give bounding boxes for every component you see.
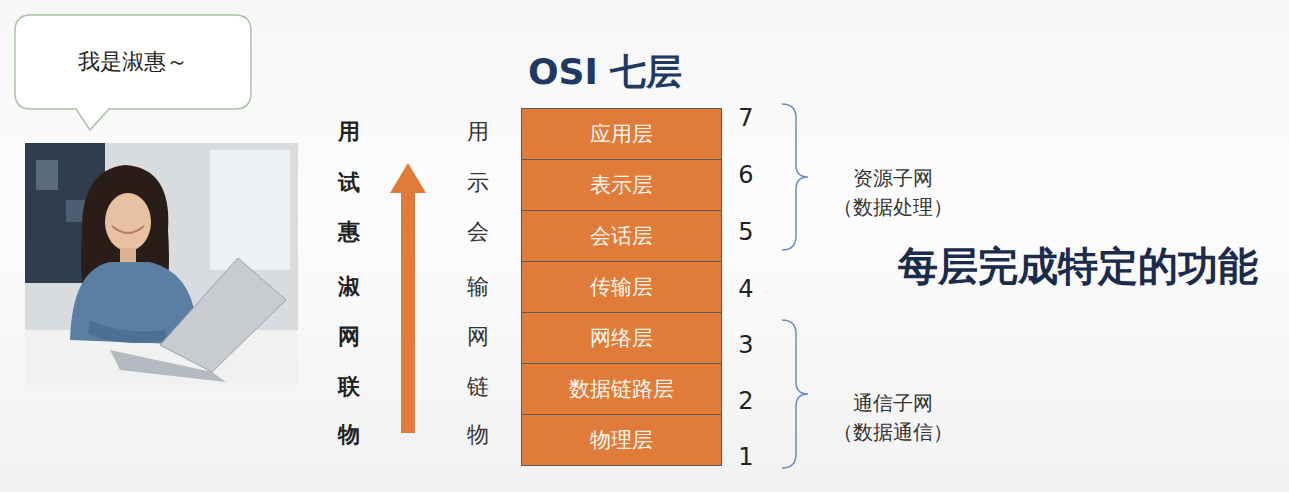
layer-initial: 用: [467, 117, 489, 147]
callout-text: 每层完成特定的功能: [898, 239, 1258, 294]
layer-box: 应用层: [521, 108, 722, 160]
mnemonic-char: 试: [338, 168, 360, 198]
subnet-label: 资源子网 （数据处理）: [818, 164, 968, 222]
layer-name: 会话层: [590, 222, 653, 250]
layer-initial: 网: [467, 322, 489, 352]
layer-name: 网络层: [590, 324, 653, 352]
diagram-title: OSI 七层: [528, 48, 682, 97]
layer-initial: 输: [467, 272, 489, 302]
layer-box: 会话层: [521, 210, 722, 262]
layer-box: 物理层: [521, 414, 722, 466]
mnemonic-char: 用: [338, 117, 360, 147]
speech-bubble: 我是淑惠～: [14, 14, 252, 110]
layer-number: 3: [738, 331, 753, 359]
photo-face: [105, 193, 151, 251]
layer-name: 数据链路层: [569, 375, 674, 403]
layer-number: 6: [738, 161, 753, 189]
mnemonic-char: 联: [338, 372, 360, 402]
layer-box: 传输层: [521, 261, 722, 313]
layer-number: 4: [738, 275, 753, 303]
layer-initial: 链: [467, 372, 489, 402]
brace: [782, 104, 808, 250]
layer-number: 2: [738, 387, 753, 415]
mnemonic-char: 惠: [338, 217, 360, 247]
photo: [25, 143, 298, 385]
layer-name: 应用层: [590, 120, 653, 148]
mnemonic-char: 网: [338, 322, 360, 352]
photo-smile: [112, 226, 144, 233]
photo-arm: [88, 320, 168, 343]
layer-number: 1: [738, 443, 753, 471]
brace: [782, 320, 808, 468]
layer-initial: 示: [467, 168, 489, 198]
photo-laptop-lid: [160, 258, 286, 372]
layer-box: 数据链路层: [521, 363, 722, 415]
up-arrow-head: [390, 163, 426, 193]
layer-number: 7: [738, 104, 753, 132]
photo-laptop-base: [110, 350, 226, 382]
layer-name: 表示层: [590, 171, 653, 199]
layer-initial: 物: [467, 420, 489, 450]
layer-initial: 会: [467, 217, 489, 247]
mnemonic-char: 物: [338, 420, 360, 450]
photo-window: [210, 150, 290, 270]
speech-text: 我是淑惠～: [78, 47, 188, 77]
layer-number: 5: [738, 218, 753, 246]
subnet-label: 通信子网 （数据通信）: [818, 389, 968, 447]
speech-bubble-shape: [15, 15, 251, 130]
photo-neck: [120, 248, 136, 264]
layer-name: 物理层: [590, 426, 653, 454]
up-arrow-shaft: [401, 190, 415, 433]
layer-name: 传输层: [590, 273, 653, 301]
photo-wall: [25, 143, 298, 385]
layer-box: 网络层: [521, 312, 722, 364]
layer-box: 表示层: [521, 159, 722, 211]
photo-shelf-item: [36, 160, 58, 190]
mnemonic-char: 淑: [338, 272, 360, 302]
